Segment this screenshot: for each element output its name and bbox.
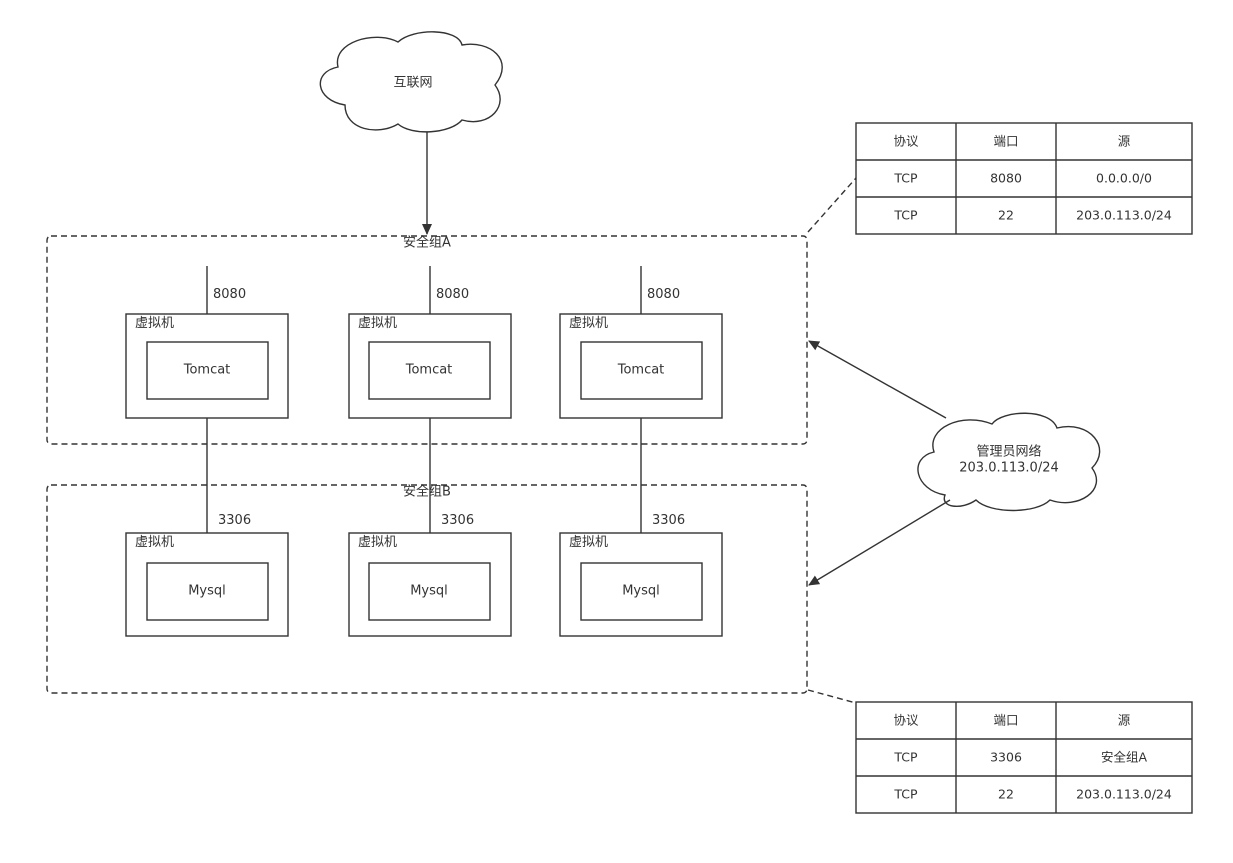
port-label: 8080 (647, 287, 680, 302)
table-header-protocol: 协议 (893, 713, 919, 728)
admin-network-label: 管理员网络 (976, 444, 1041, 460)
table-cell: TCP (893, 750, 918, 765)
mysql-label: Mysql (410, 584, 448, 599)
table-cell: TCP (893, 787, 918, 802)
table-cell: 203.0.113.0/24 (1076, 208, 1172, 223)
security-group-b-label: 安全组B (403, 484, 451, 500)
vm-label: 虚拟机 (358, 535, 397, 550)
internet-cloud: 互联网 (319, 31, 503, 133)
port-label: 8080 (213, 287, 246, 302)
mysql-label: Mysql (188, 584, 226, 599)
table-header-protocol: 协议 (893, 134, 919, 149)
mysql-vm-2: 3306 虚拟机 Mysql (348, 418, 512, 637)
tomcat-label: Tomcat (405, 363, 453, 378)
table-header-source: 源 (1118, 713, 1131, 728)
table-header-port: 端口 (993, 713, 1018, 728)
port-label: 3306 (441, 513, 474, 528)
group-b-rules-connector (807, 689, 857, 704)
security-group-a-label: 安全组A (403, 235, 451, 251)
table-header-source: 源 (1118, 134, 1131, 149)
internet-label: 互联网 (393, 76, 432, 91)
security-group-a-rules-table: 协议 端口 源 TCP 8080 0.0.0.0/0 TCP 22 203.0.… (855, 122, 1193, 235)
vm-label: 虚拟机 (135, 535, 174, 550)
vm-label: 虚拟机 (135, 316, 174, 331)
security-group-b-rules-table: 协议 端口 源 TCP 3306 安全组A TCP 22 203.0.113.0… (855, 701, 1193, 814)
port-label: 3306 (652, 513, 685, 528)
port-label: 3306 (218, 513, 251, 528)
admin-network-cloud: 管理员网络 203.0.113.0/24 (917, 412, 1101, 512)
tomcat-vm-1: 8080 虚拟机 Tomcat (125, 266, 289, 419)
tomcat-vm-2: 8080 虚拟机 Tomcat (348, 266, 512, 419)
mysql-vm-3: 3306 虚拟机 Mysql (559, 418, 723, 637)
vm-label: 虚拟机 (569, 316, 608, 331)
table-cell: TCP (893, 208, 918, 223)
security-group-a: 安全组A (46, 235, 808, 445)
admin-to-group-a-arrow (808, 340, 947, 419)
table-cell: 8080 (990, 171, 1022, 186)
port-label: 8080 (436, 287, 469, 302)
mysql-label: Mysql (622, 584, 660, 599)
table-header-port: 端口 (993, 134, 1018, 149)
table-cell: TCP (893, 171, 918, 186)
table-cell: 3306 (990, 750, 1022, 765)
table-cell: 安全组A (1101, 750, 1148, 765)
table-cell: 0.0.0.0/0 (1096, 171, 1152, 186)
security-group-b: 安全组B (46, 484, 808, 694)
admin-network-cidr: 203.0.113.0/24 (959, 461, 1059, 476)
tomcat-vm-3: 8080 虚拟机 Tomcat (559, 266, 723, 419)
group-a-rules-connector (807, 177, 857, 233)
table-cell: 203.0.113.0/24 (1076, 787, 1172, 802)
tomcat-label: Tomcat (617, 363, 665, 378)
tomcat-label: Tomcat (183, 363, 231, 378)
table-cell: 22 (998, 787, 1014, 802)
mysql-vm-1: 3306 虚拟机 Mysql (125, 418, 289, 637)
table-cell: 22 (998, 208, 1014, 223)
vm-label: 虚拟机 (358, 316, 397, 331)
vm-label: 虚拟机 (569, 535, 608, 550)
admin-to-group-b-arrow (808, 499, 951, 586)
